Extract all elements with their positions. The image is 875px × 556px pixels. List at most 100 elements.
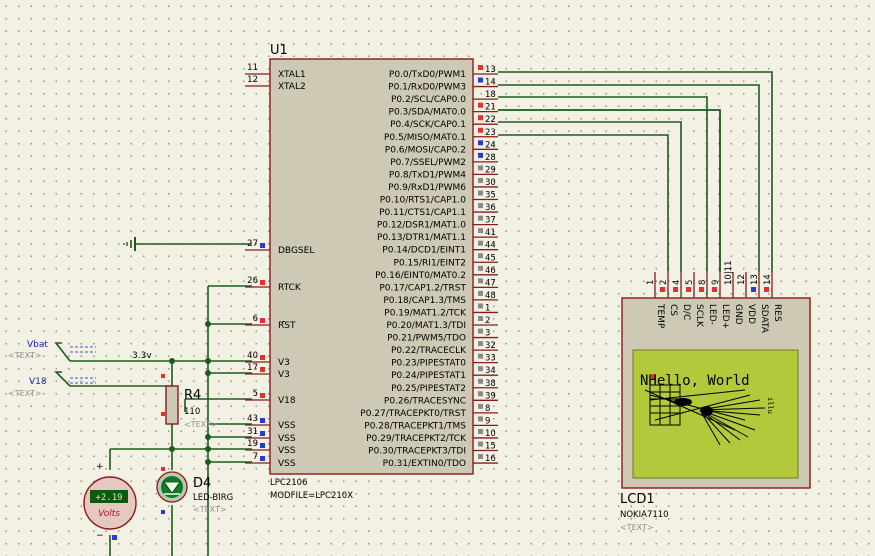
lcd1-pin-number: 14: [763, 274, 773, 285]
u1-right-pin-marker: [478, 165, 483, 171]
v18-terminal[interactable]: V18 <TEXT>: [8, 371, 96, 398]
u1-right-pin-label: P0.22/TRACECLK: [391, 346, 467, 356]
u1-right-pin-number: 32: [485, 341, 496, 351]
u1-right-pin-marker: [478, 290, 483, 296]
v18-label: V18: [29, 377, 47, 387]
lcd1-pin-2[interactable]: 2CS: [659, 272, 678, 316]
u1-right-pin-marker: [478, 328, 483, 334]
u1-right-pin-48[interactable]: P0.18/CAP1.3/TMS 48: [383, 290, 498, 306]
u1-right-pin-number: 21: [485, 103, 496, 113]
u1-right-pin-number: 30: [485, 178, 496, 188]
lcd1-pin-number: 8: [698, 280, 708, 285]
voltmeter[interactable]: +2.19 Volts + −: [83, 462, 137, 541]
u1-right-pin-number: 48: [485, 291, 496, 301]
lcd-bus-wire: [498, 84, 760, 272]
u1-right-pin-number: 22: [485, 115, 496, 125]
lcd1-pin-label: CS: [668, 304, 678, 316]
lcd1-pin-4[interactable]: 4D/C: [672, 272, 691, 320]
u1-left-pin-label: VSS: [278, 446, 296, 456]
u1-right-pin-marker: [478, 341, 483, 347]
lcd1-component[interactable]: 1TEMP2CS4D/C5SCLK8LED-9LED+10|11GND12VDD…: [620, 261, 811, 533]
lcd1-pin-label: LED-: [707, 304, 717, 325]
resistor-r4[interactable]: R4 110 <TEXT>: [161, 374, 218, 429]
lcd1-pin-number: 2: [659, 280, 669, 285]
voltmeter-reading: +2.19: [95, 493, 122, 503]
u1-right-pin-label: P0.18/CAP1.3/TMS: [383, 296, 466, 306]
u1-left-pin-number: 6: [253, 314, 258, 324]
u1-right-pin-label: P0.20/MAT1.3/TDI: [386, 321, 466, 331]
u1-right-pin-number: 18: [485, 90, 496, 100]
u1-left-pin-label: RST: [278, 321, 296, 331]
u1-right-pin-number: 44: [485, 241, 496, 251]
vbat-text-placeholder: <TEXT>: [8, 351, 42, 360]
u1-left-pin-marker: [260, 456, 265, 461]
u1-chip-body[interactable]: [269, 58, 474, 475]
u1-left-pin-label: XTAL1: [278, 70, 306, 80]
u1-left-pin-number: 19: [247, 439, 258, 449]
u1-right-pin-marker: [478, 416, 483, 422]
lcd1-pin-number: 10|11: [724, 261, 734, 286]
u1-left-pin-marker: [260, 418, 265, 423]
lcd1-pins: 1TEMP2CS4D/C5SCLK8LED-9LED+10|11GND12VDD…: [646, 261, 782, 334]
vbat-terminal[interactable]: Vbat <TEXT>: [8, 340, 96, 362]
u1-right-pin-marker: [478, 428, 483, 434]
led-d4[interactable]: D4 LED-BIRG <TEXT>: [156, 467, 233, 514]
u1-right-pin-label: P0.13/DTR1/MAT1.1: [377, 233, 466, 243]
u1-right-pin-label: P0.10/RTS1/CAP1.0: [380, 196, 467, 206]
u1-right-pin-32[interactable]: P0.22/TRACECLK 32: [391, 341, 498, 356]
d4-text-placeholder: <TEXT>: [193, 505, 227, 514]
